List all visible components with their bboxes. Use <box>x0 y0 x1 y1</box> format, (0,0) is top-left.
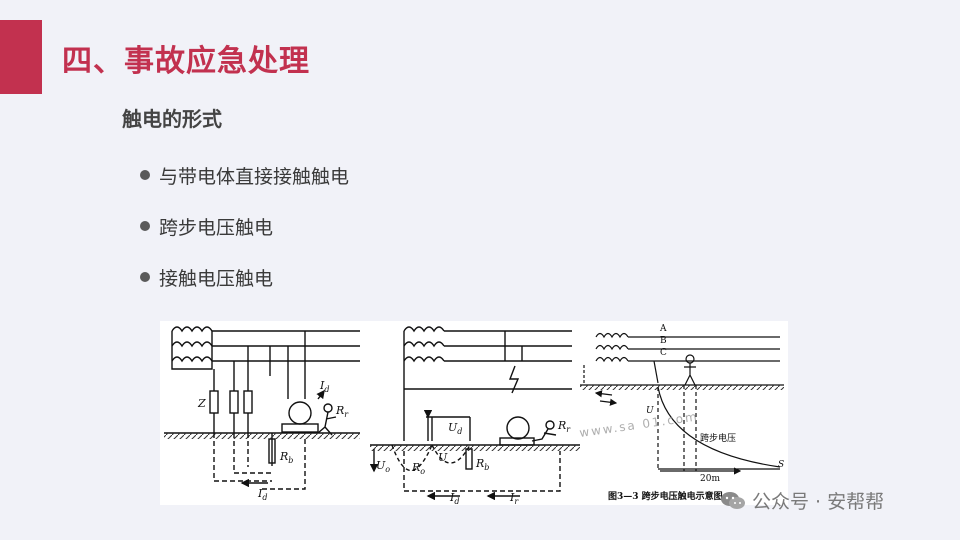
slide-title: 四、事故应急处理 <box>62 44 310 79</box>
label-z: Z <box>197 397 206 410</box>
bullet-list: 与带电体直接接触触电 跨步电压触电 接触电压触电 <box>140 162 349 315</box>
bullet-text: 接触电压触电 <box>159 267 274 290</box>
bullet-dot-icon <box>140 221 150 231</box>
label-phase-a: A <box>659 324 667 334</box>
transformer-coils-icon <box>403 326 445 389</box>
label-id: Id <box>449 491 459 505</box>
bullet-text: 跨步电压触电 <box>159 216 274 239</box>
bullet-text: 与带电体直接接触触电 <box>159 165 350 188</box>
electric-shock-diagram: Z Id Rr Rb Id <box>160 321 788 505</box>
account-watermark: 公众号 · 安帮帮 <box>720 487 884 514</box>
bullet-item: 跨步电压触电 <box>140 213 349 239</box>
watermark-text: 公众号 · 安帮帮 <box>752 491 885 513</box>
label-id-top: Id <box>319 379 329 394</box>
label-id-bottom: Id <box>257 487 267 502</box>
label-ro: Ro <box>411 461 425 476</box>
label-rr: Rr <box>335 404 349 419</box>
label-rr: Rr <box>557 419 571 434</box>
label-rb: Rb <box>475 457 489 472</box>
figure-caption: 图3—3 跨步电压触电示意图 <box>608 490 723 502</box>
label-u: U <box>438 451 448 464</box>
panel-contact-voltage <box>369 326 580 501</box>
site-watermark: www.sa 01.com <box>578 409 699 440</box>
panel-step-voltage <box>580 332 784 475</box>
label-rb: Rb <box>279 450 293 465</box>
bullet-dot-icon <box>140 272 150 282</box>
bullet-item: 与带电体直接接触触电 <box>140 162 349 188</box>
label-s: S <box>778 460 784 470</box>
label-ir: Ir <box>509 491 519 505</box>
bullet-item: 接触电压触电 <box>140 264 349 290</box>
label-u: U <box>646 406 654 416</box>
transformer-coils-icon <box>171 326 213 370</box>
label-distance: 20m <box>700 474 720 484</box>
transformer-coils-icon <box>595 332 629 363</box>
label-uo: Uo <box>376 459 390 474</box>
label-step-voltage: 跨步电压 <box>700 432 736 444</box>
panel-direct-contact <box>164 326 360 490</box>
diagram-svg: Z Id Rr Rb Id <box>164 324 784 505</box>
wechat-icon <box>721 491 745 509</box>
bullet-dot-icon <box>140 170 150 180</box>
label-phase-b: B <box>660 336 667 346</box>
label-phase-c: C <box>660 348 667 358</box>
section-subtitle: 触电的形式 <box>122 107 222 131</box>
title-accent-bar <box>0 20 42 94</box>
label-ud: Ud <box>448 421 462 436</box>
